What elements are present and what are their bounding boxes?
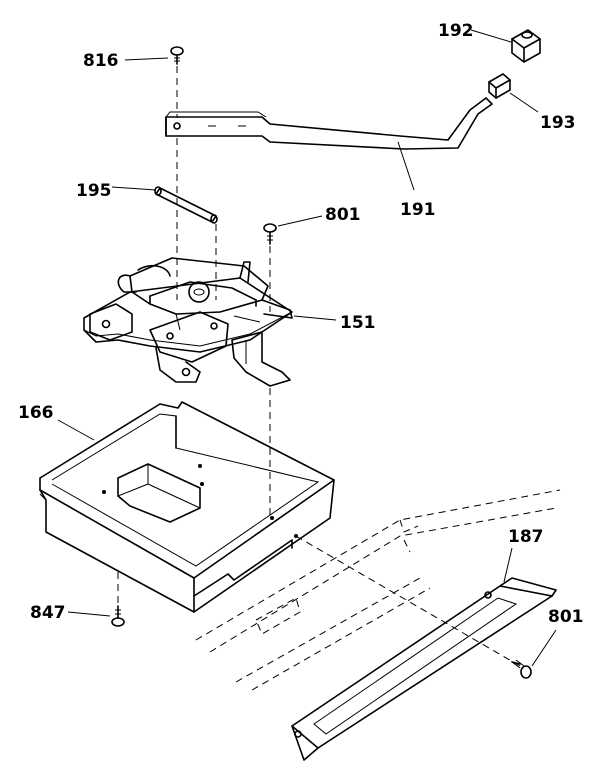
screw-801-upper (263, 223, 277, 245)
trim-strip-187 (291, 577, 557, 761)
leader-195 (111, 186, 157, 191)
ref-192: 192 (438, 21, 474, 41)
ref-151: 151 (340, 313, 376, 333)
ref-166: 166 (18, 403, 54, 423)
clip-193 (488, 73, 511, 99)
leader-816 (124, 57, 169, 61)
leader-191 (397, 141, 415, 191)
leader-151 (293, 315, 337, 321)
ref-847: 847 (30, 603, 66, 623)
rod-191 (165, 97, 493, 150)
latch-bracket-151 (83, 257, 293, 387)
pan-166 (39, 401, 335, 613)
ref-195: 195 (76, 181, 112, 201)
screw-847 (111, 605, 125, 627)
ref-191: 191 (400, 200, 436, 220)
knob-192 (511, 29, 541, 63)
leader-801-lower (531, 629, 557, 667)
leader-187 (503, 547, 513, 583)
screw-801-lower (511, 659, 532, 679)
ref-801-lower: 801 (548, 607, 584, 627)
leader-193 (509, 92, 539, 113)
pin-195 (154, 186, 218, 224)
ref-816: 816 (83, 51, 119, 71)
leader-192 (470, 29, 512, 43)
ref-801-upper: 801 (325, 205, 361, 225)
screw-816 (170, 46, 184, 65)
leader-847 (67, 611, 111, 617)
leader-801-upper (277, 215, 323, 227)
leader-166 (57, 419, 95, 441)
range-frame-phantom (195, 489, 561, 691)
ref-187: 187 (508, 527, 544, 547)
axis-pan-801 (295, 535, 521, 667)
ref-193: 193 (540, 113, 576, 133)
